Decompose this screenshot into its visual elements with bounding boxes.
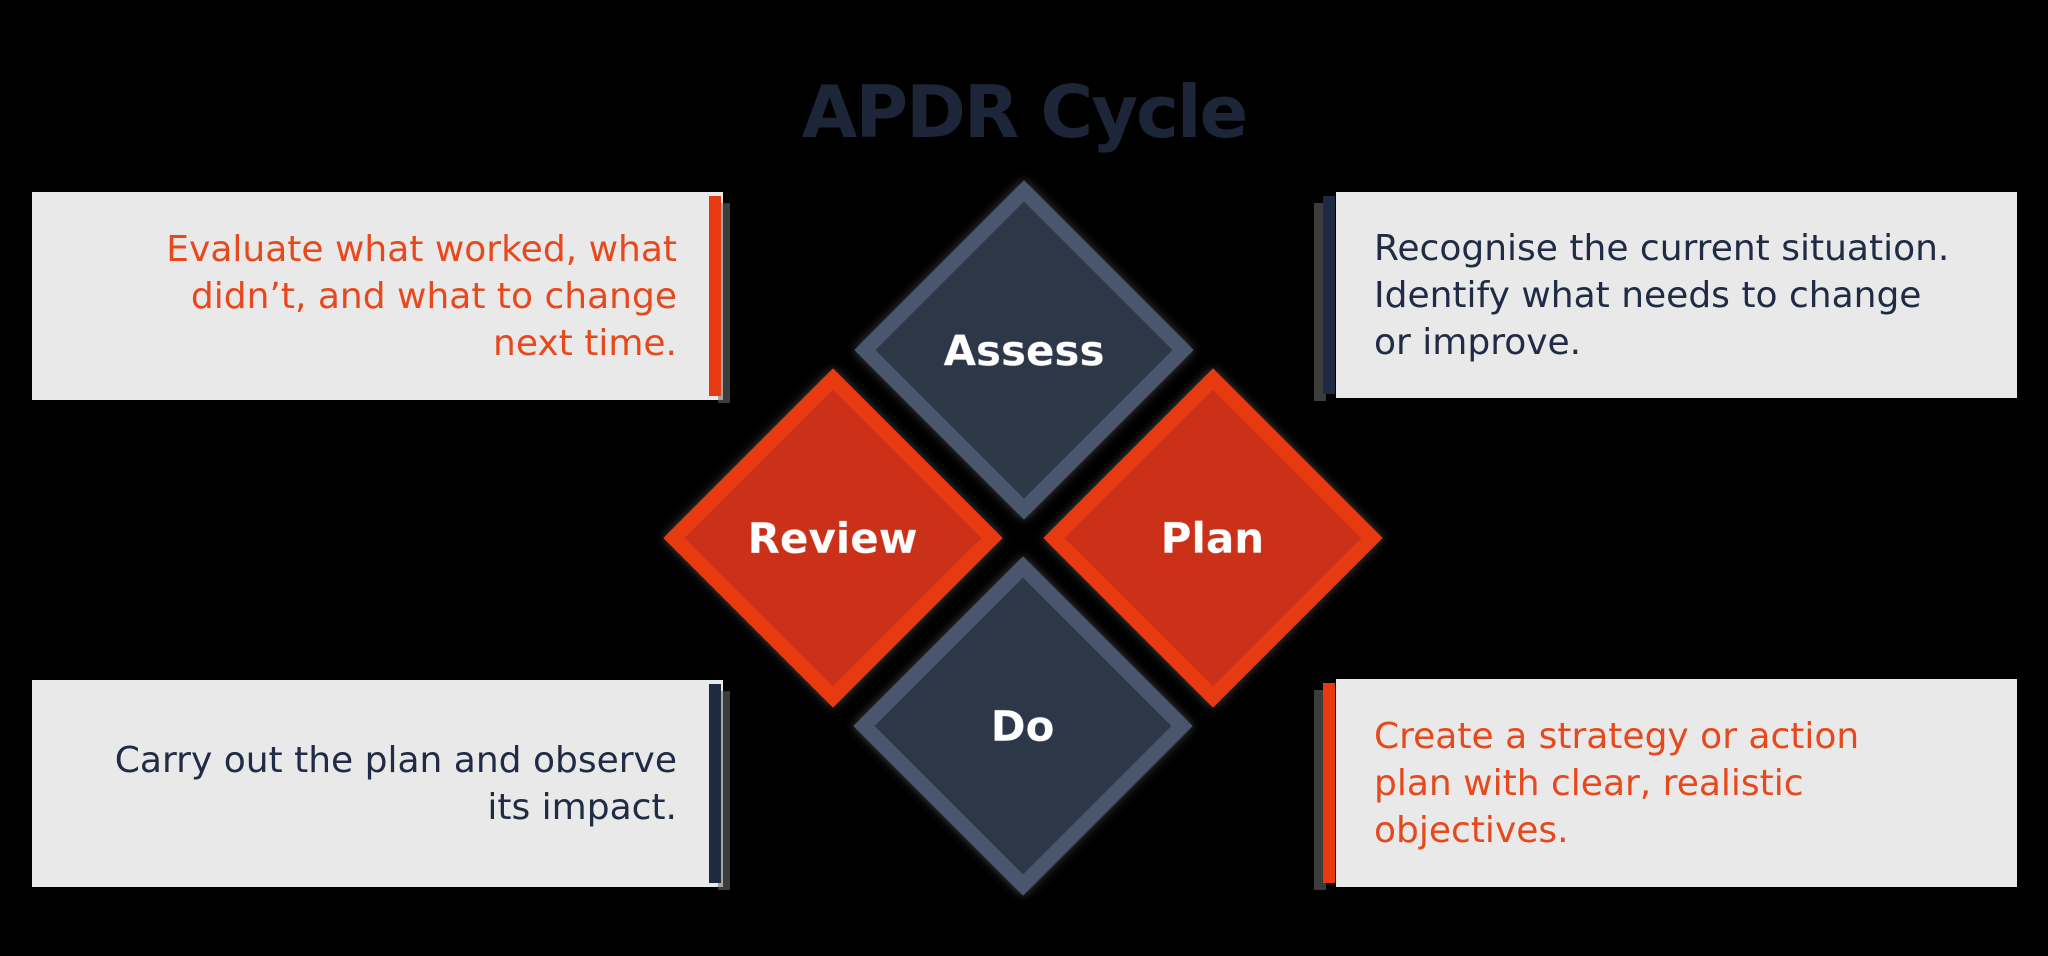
diagram-title: APDR Cycle	[801, 70, 1249, 155]
navy-accent-bar	[709, 684, 721, 883]
note-plan-text: Create a strategy or action plan with cl…	[1374, 715, 1860, 851]
note-assess: Recognise the current situation. Identif…	[1323, 192, 2017, 398]
note-assess-text: Recognise the current situation. Identif…	[1374, 227, 1950, 363]
note-do-text: Carry out the plan and observe its impac…	[114, 739, 677, 828]
diamond-review-label: Review	[748, 513, 918, 563]
diamond-assess-label: Assess	[943, 325, 1105, 375]
diamond-plan-label: Plan	[1161, 513, 1265, 563]
note-do: Carry out the plan and observe its impac…	[32, 680, 723, 887]
note-plan: Create a strategy or action plan with cl…	[1323, 679, 2017, 887]
note-review-text: Evaluate what worked, what didn’t, and w…	[166, 228, 677, 364]
navy-accent-bar	[1323, 196, 1335, 394]
red-accent-bar	[1323, 683, 1335, 883]
diamond-do-label: Do	[991, 701, 1055, 751]
note-review: Evaluate what worked, what didn’t, and w…	[32, 192, 723, 400]
red-accent-bar	[709, 196, 721, 396]
